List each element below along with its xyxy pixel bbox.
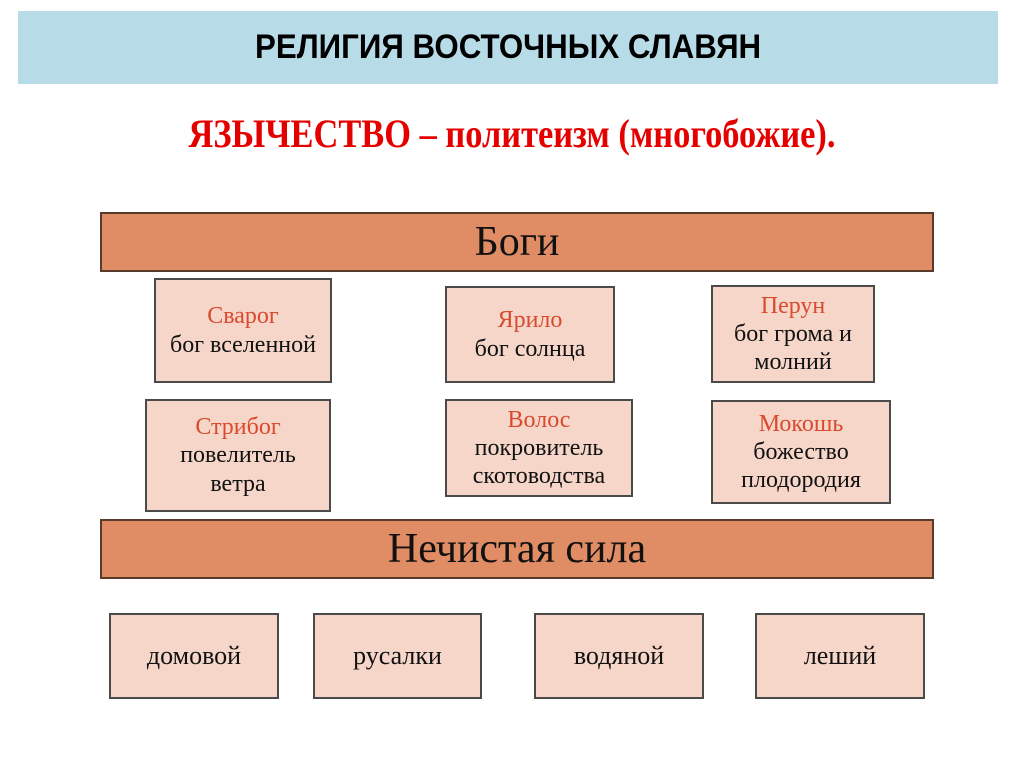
god-box-volos: Волос покровитель скотоводства (445, 399, 633, 497)
spirit-box-domovoy: домовой (109, 613, 279, 699)
god-desc: бог вселенной (169, 331, 316, 358)
god-desc: покровитель (474, 434, 604, 461)
gods-header-band: Боги (100, 212, 934, 272)
god-box-perun: Перун бог грома и молний (711, 285, 875, 383)
god-desc: молний (754, 349, 832, 376)
god-name: Мокошь (758, 410, 844, 437)
god-name: Стрибог (195, 414, 281, 441)
god-desc: ветра (210, 470, 266, 497)
subtitle: ЯЗЫЧЕСТВО – политеизм (многобожие). (188, 111, 836, 156)
god-name: Волос (507, 406, 571, 433)
god-desc: бог солнца (474, 335, 586, 362)
spirit-box-vodyanoy: водяной (534, 613, 704, 699)
god-desc: плодородия (741, 467, 861, 494)
god-desc: скотоводства (472, 463, 606, 490)
spirit-name: водяной (573, 640, 665, 670)
god-box-yarilo: Ярило бог солнца (445, 286, 615, 383)
spirit-name: домовой (146, 640, 242, 670)
evil-header-band: Нечистая сила (100, 519, 934, 579)
god-desc: божество (753, 438, 849, 465)
god-box-svarog: Сварог бог вселенной (154, 278, 332, 383)
spirit-box-leshiy: леший (755, 613, 925, 699)
god-desc: повелитель (180, 442, 296, 469)
god-name: Сварог (207, 303, 279, 330)
spirit-box-rusalki: русалки (313, 613, 482, 699)
god-name: Перун (760, 292, 826, 319)
spirit-name: русалки (353, 640, 442, 670)
page-title: РЕЛИГИЯ ВОСТОЧНЫХ СЛАВЯН (254, 28, 762, 66)
god-name: Ярило (497, 307, 563, 334)
god-box-stribog: Стрибог повелитель ветра (145, 399, 331, 512)
god-desc: бог грома и (734, 320, 852, 347)
god-box-mokosh: Мокошь божество плодородия (711, 400, 891, 504)
spirit-name: леший (803, 640, 877, 670)
title-bar: РЕЛИГИЯ ВОСТОЧНЫХ СЛАВЯН (18, 11, 998, 84)
